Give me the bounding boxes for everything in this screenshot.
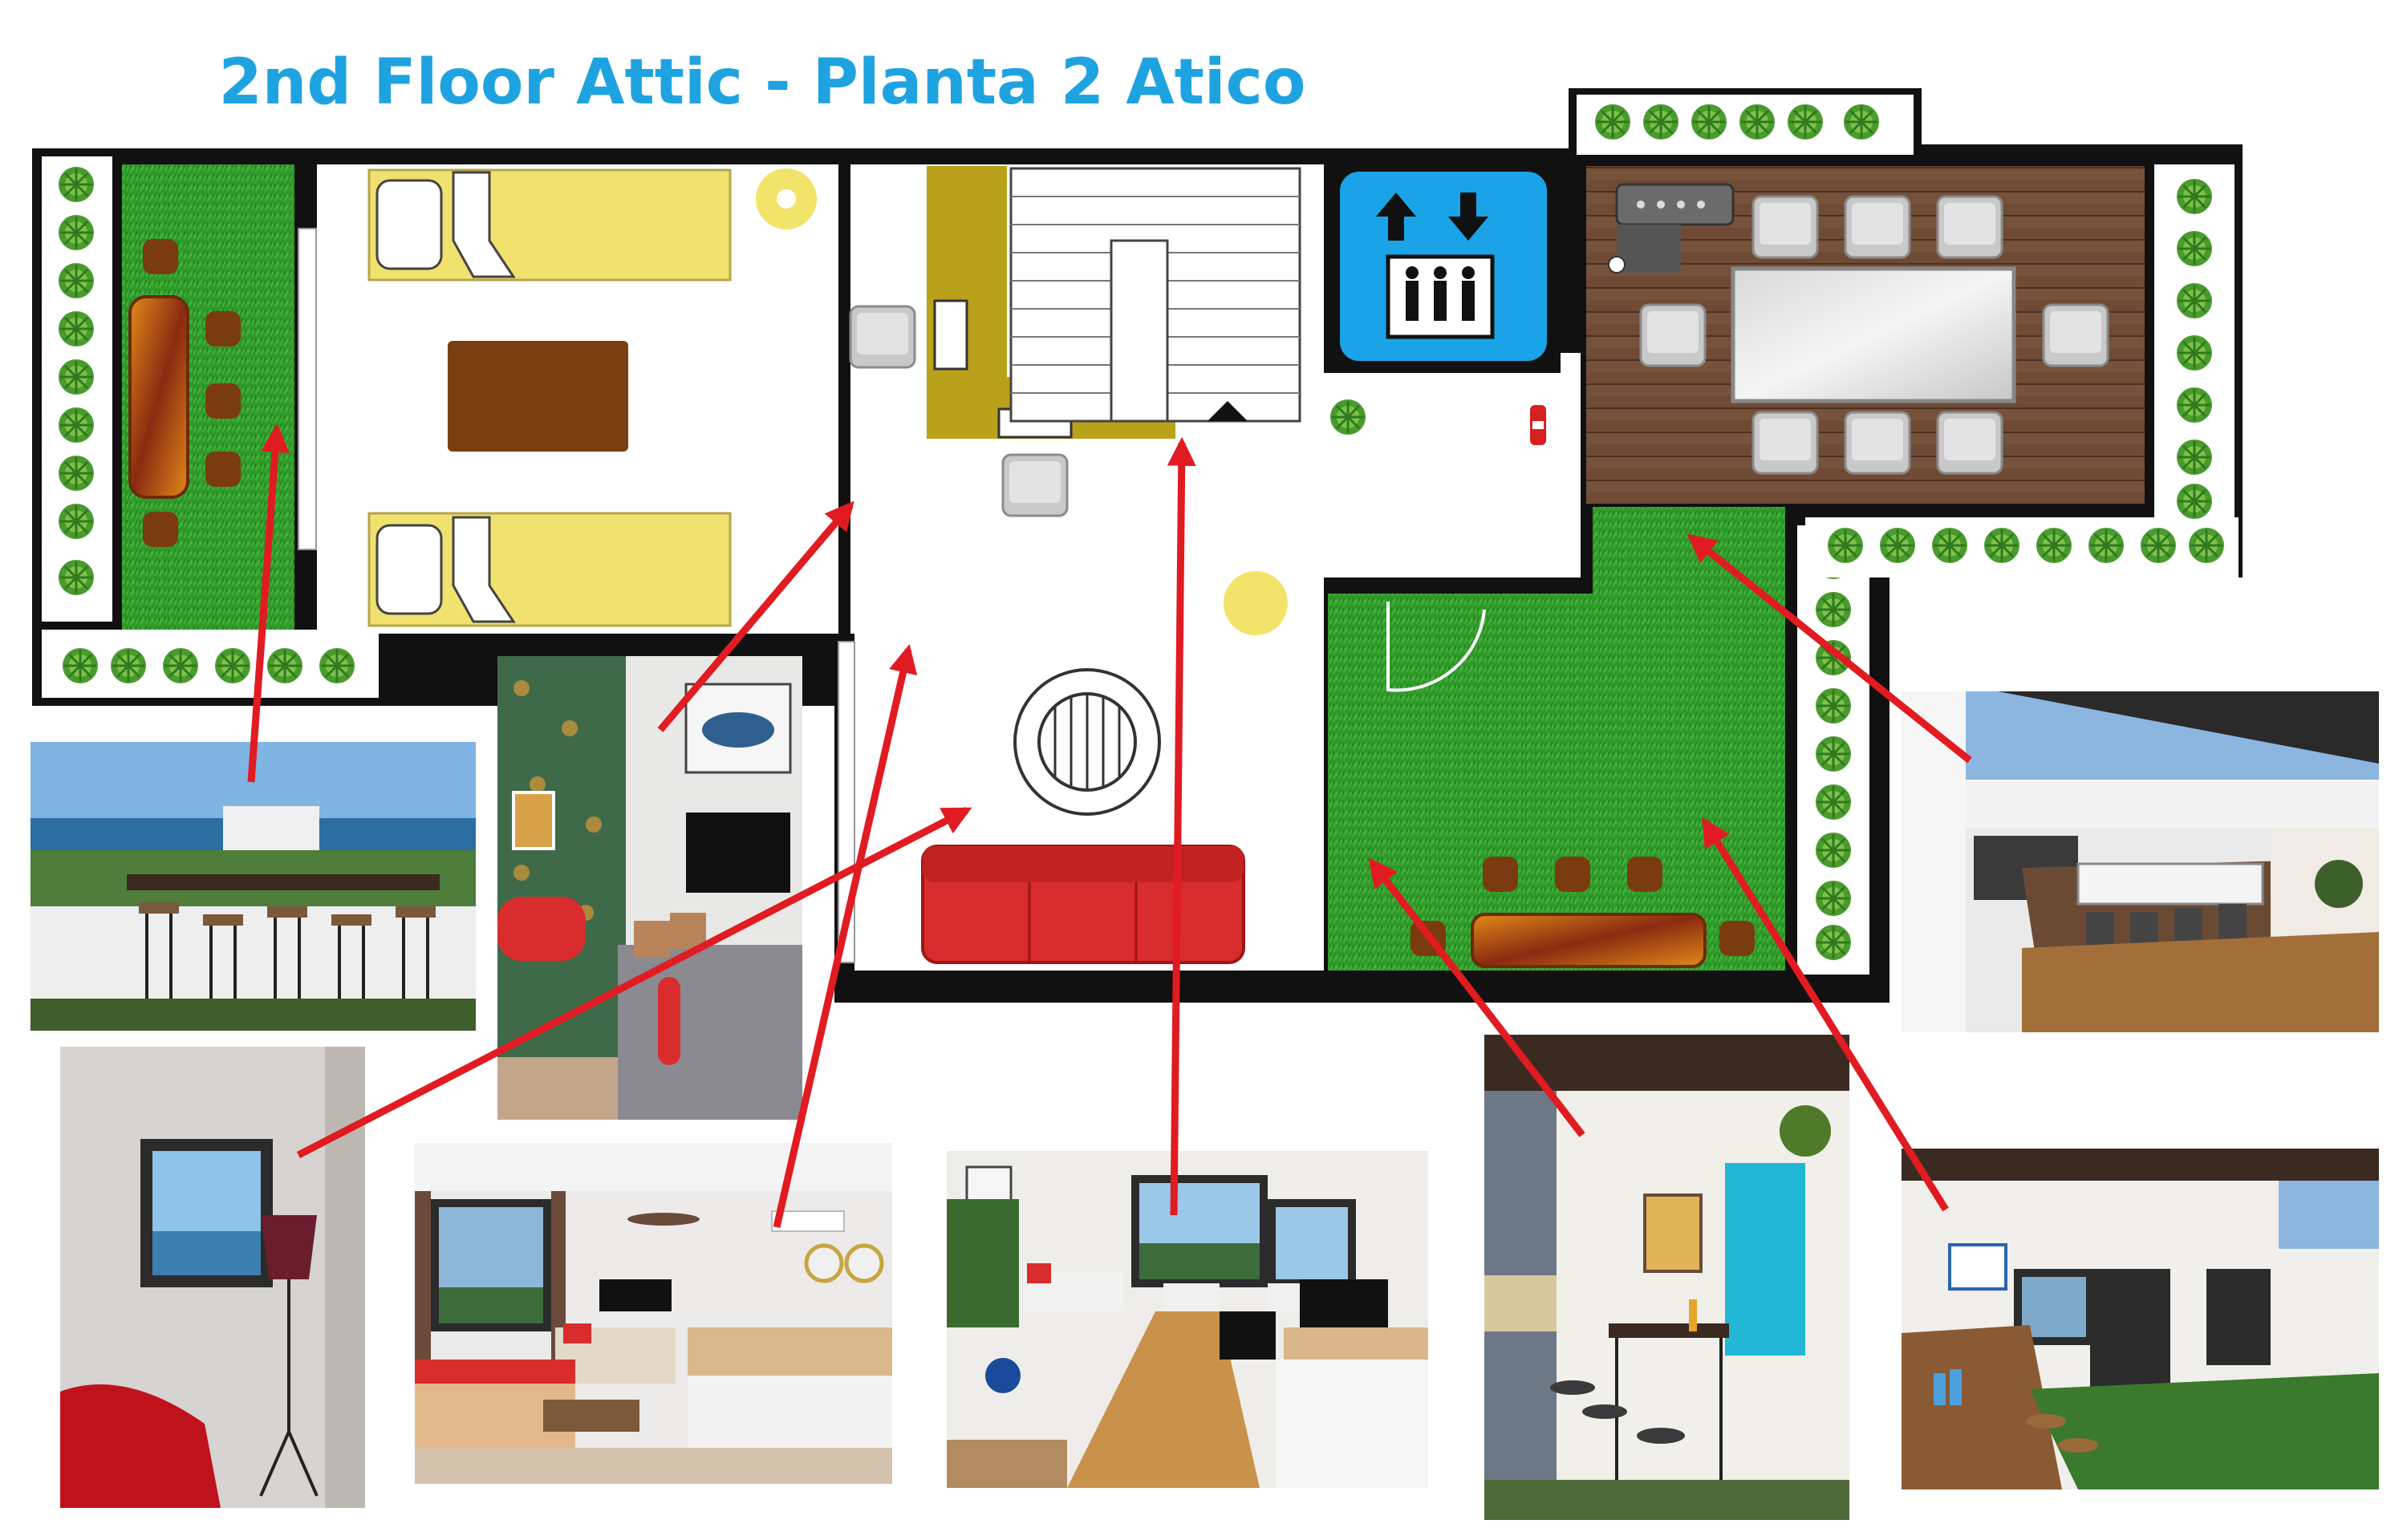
page-title: 2nd Floor Attic - Planta 2 Atico: [218, 47, 1306, 119]
photo-bedroom-fish-art: [497, 656, 802, 1120]
staircase: [1009, 167, 1301, 423]
left-grass-terrace: [122, 164, 294, 630]
photo-living-room: [415, 1143, 892, 1484]
living-room: [921, 571, 1288, 964]
plant: [1329, 398, 1367, 436]
left-planter: [42, 156, 112, 622]
photo-desk-living-view: [947, 1151, 1428, 1488]
photo-bar-blue-light: [1484, 1035, 1849, 1520]
bedroom: [298, 164, 838, 634]
barbecue-icon: [1608, 183, 1735, 274]
photo-patio-grass: [1902, 1149, 2379, 1489]
bottom-left-planter: [42, 630, 379, 698]
roof-planter-right: [2154, 164, 2234, 521]
fire-extinguisher-icon: [1530, 405, 1546, 445]
photo-window-lamp: [60, 1047, 365, 1508]
photo-roof-terrace-dining: [1902, 691, 2379, 1032]
photo-terrace-bar-sea-view: [30, 742, 476, 1031]
lift-icon: [1324, 164, 1561, 373]
roof-planter-top: [1577, 95, 1914, 155]
roof-deck: [1583, 163, 2148, 507]
